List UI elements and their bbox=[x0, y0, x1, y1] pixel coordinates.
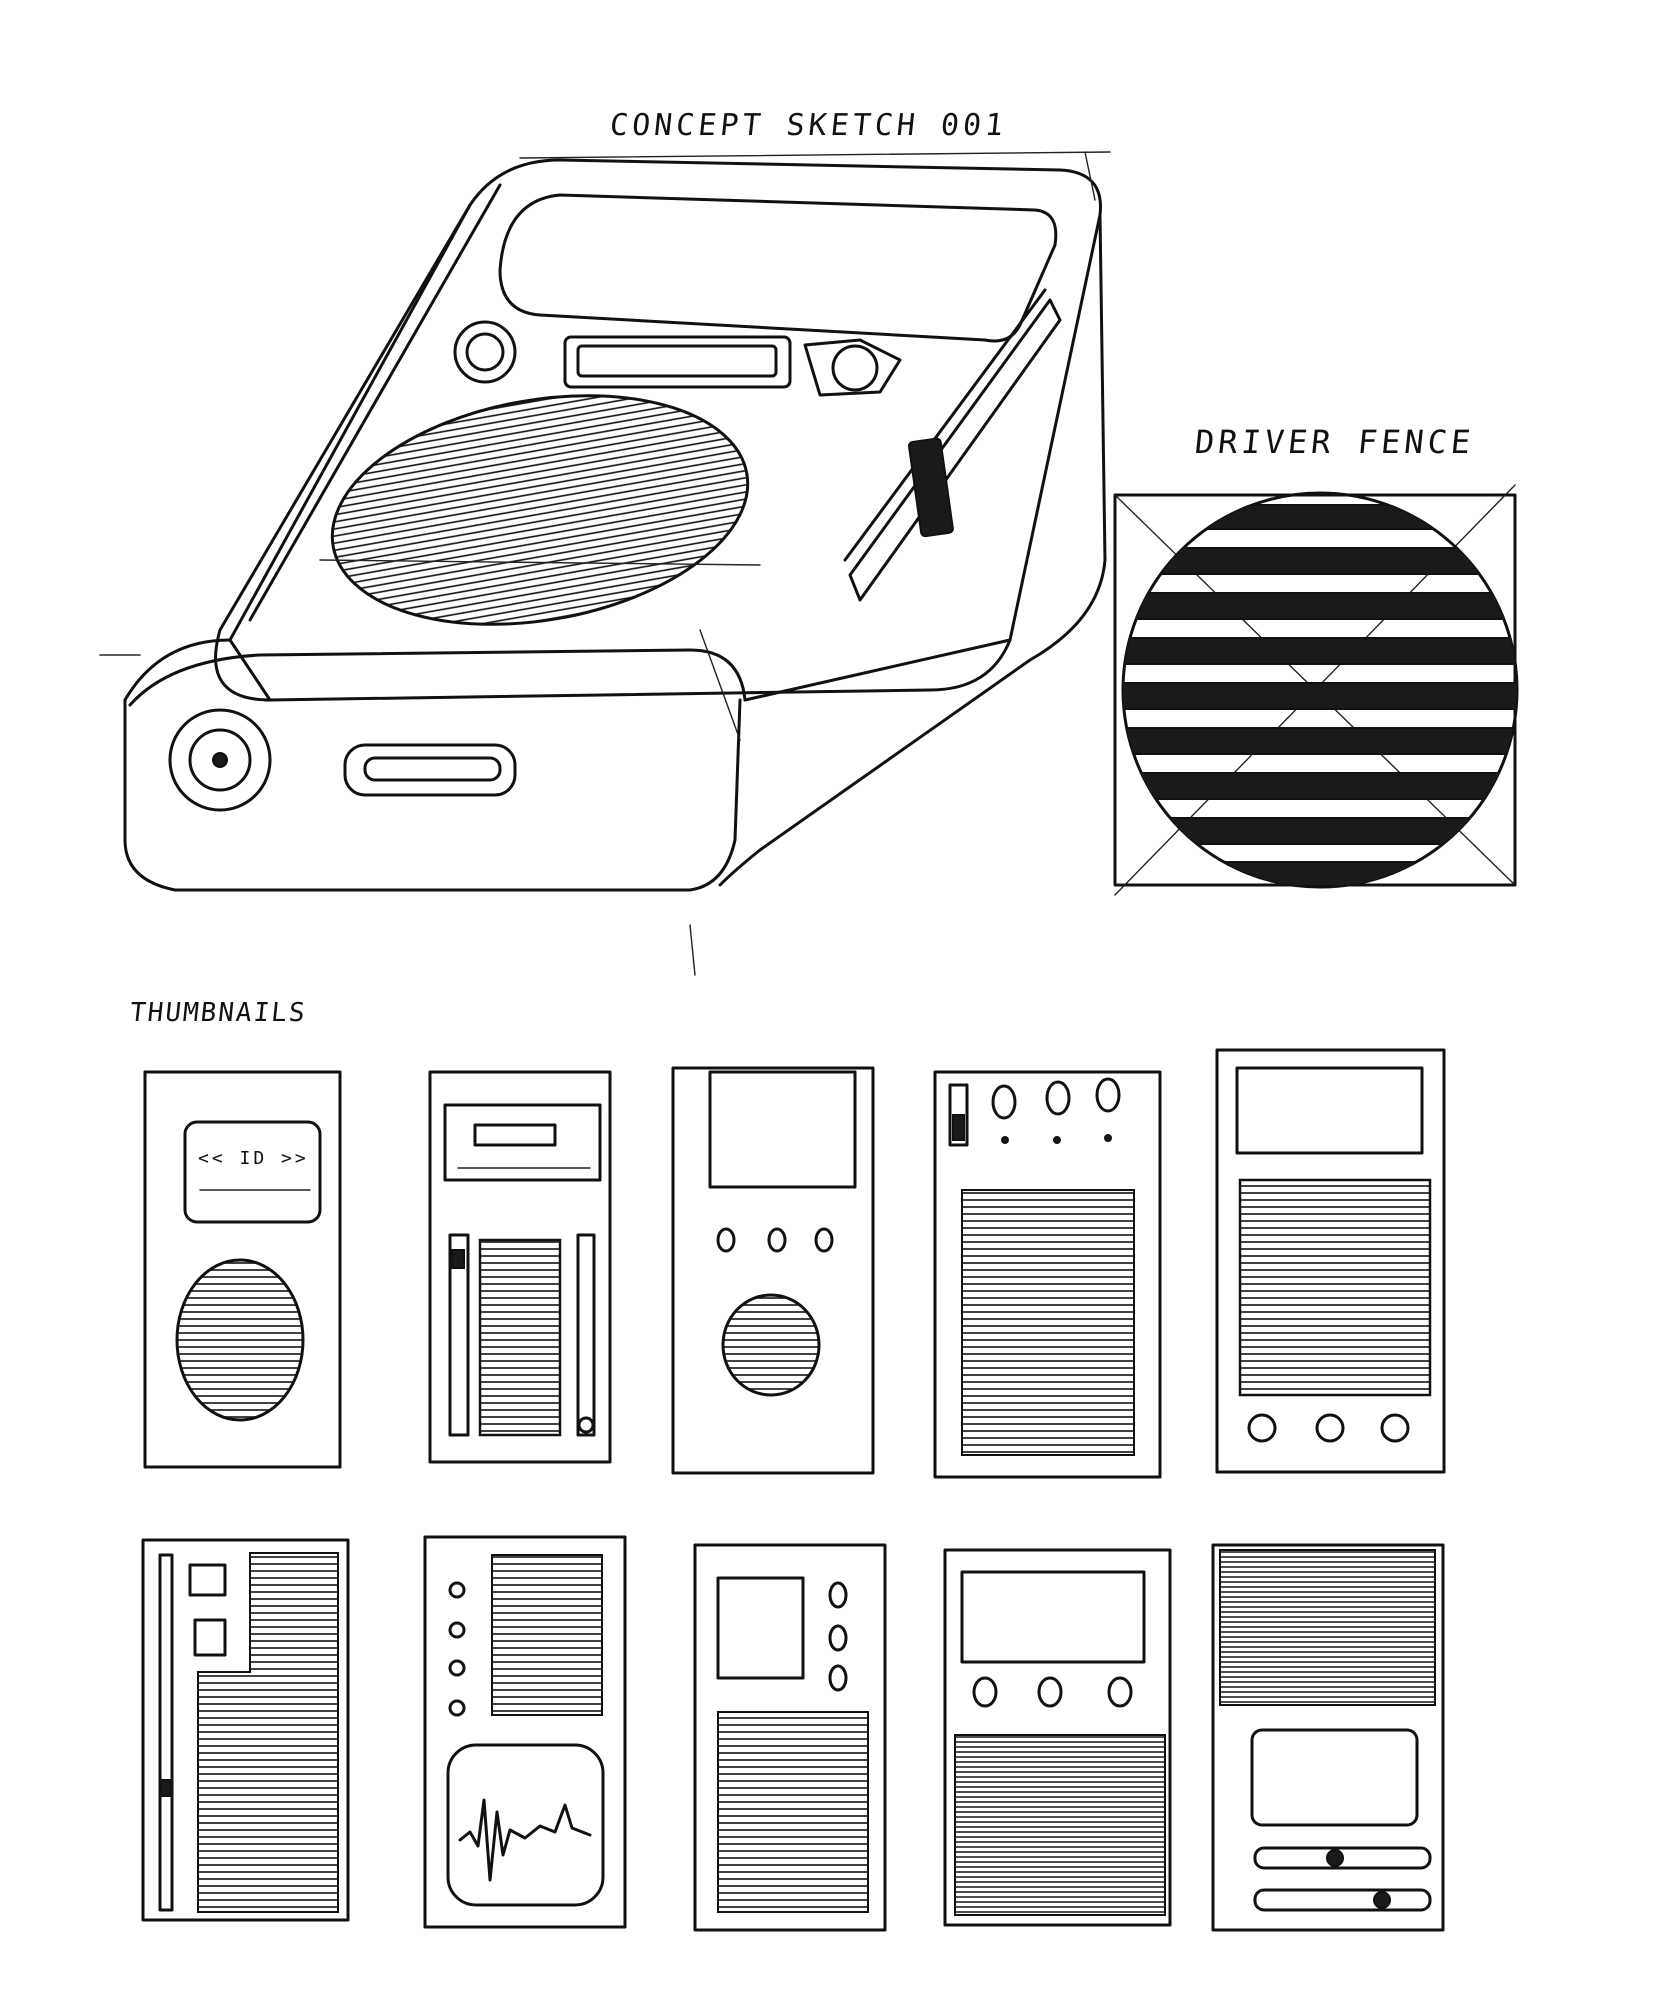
thumbnail-row-1 bbox=[143, 1048, 1446, 1479]
driver-fence-sketch bbox=[1113, 484, 1519, 896]
thumbnail-5 bbox=[1215, 1048, 1446, 1474]
thumbnail-1 bbox=[143, 1070, 342, 1469]
thumbnail-2 bbox=[428, 1070, 612, 1464]
thumbnail-4 bbox=[933, 1070, 1162, 1479]
thumbnail-row-2 bbox=[141, 1535, 1445, 1932]
thumbnail-6 bbox=[141, 1538, 350, 1922]
device-sketch bbox=[99, 151, 1111, 976]
thumbnail-8 bbox=[693, 1543, 887, 1932]
thumbnail-9 bbox=[943, 1548, 1172, 1927]
thumbnail-7 bbox=[423, 1535, 627, 1929]
transport-label: << ID >> bbox=[198, 1148, 309, 1169]
thumbnail-10 bbox=[1211, 1543, 1445, 1932]
thumbnail-3 bbox=[671, 1066, 875, 1475]
